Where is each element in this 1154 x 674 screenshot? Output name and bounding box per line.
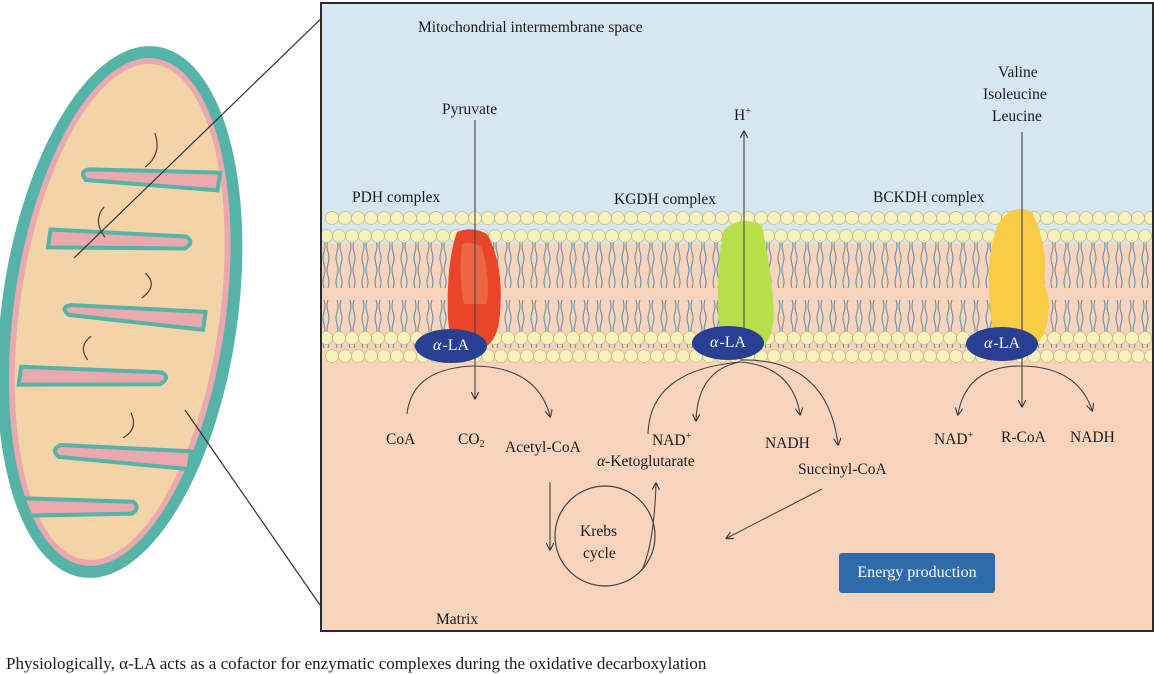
- kgdh-complex-label: KGDH complex: [614, 192, 716, 208]
- alpha-la-badge-pdh: α-LA: [415, 329, 487, 363]
- h-plus-label: H+: [734, 107, 751, 124]
- co2-label: CO2: [458, 432, 485, 450]
- pyruvate-label: Pyruvate: [442, 102, 497, 118]
- bckdh-complex-label: BCKDH complex: [873, 190, 985, 206]
- energy-production-box: Energy production: [839, 553, 995, 593]
- pdh-complex-label: PDH complex: [352, 190, 440, 206]
- valine-label: Valine: [998, 65, 1038, 81]
- alpha-ketoglutarate-label: α-Ketoglutarate: [597, 454, 695, 470]
- zoom-line-bottom: [185, 410, 320, 605]
- isoleucine-label: Isoleucine: [983, 87, 1047, 103]
- nad-plus-label-2: NAD+: [934, 431, 973, 448]
- acetyl-coa-label: Acetyl-CoA: [505, 440, 581, 456]
- mitochondrion-illustration: [0, 0, 330, 640]
- nad-plus-label-1: NAD+: [652, 432, 691, 449]
- krebs-label-line2: cycle: [583, 546, 616, 562]
- krebs-label-line1: Krebs: [580, 524, 617, 540]
- coa-label: CoA: [386, 432, 415, 448]
- matrix-label: Matrix: [436, 612, 478, 628]
- intermembrane-space-label: Mitochondrial intermembrane space: [418, 20, 643, 36]
- succinyl-coa-label: Succinyl-CoA: [798, 462, 887, 478]
- membrane-detail-panel: Mitochondrial intermembrane space Pyruva…: [320, 2, 1154, 632]
- alpha-la-badge-kgdh: α-LA: [692, 326, 764, 360]
- figure-caption: Physiologically, α-LA acts as a cofactor…: [6, 654, 706, 674]
- alpha-la-badge-bckdh: α-LA: [966, 327, 1038, 361]
- nadh-label-1: NADH: [765, 436, 810, 452]
- leucine-label: Leucine: [992, 109, 1042, 125]
- nadh-label-2: NADH: [1070, 430, 1115, 446]
- r-coa-label: R-CoA: [1001, 430, 1046, 446]
